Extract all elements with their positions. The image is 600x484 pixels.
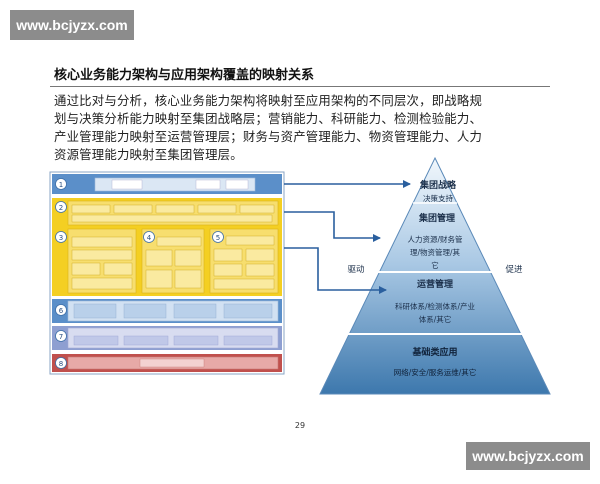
section-4-box: [174, 269, 202, 289]
band-number-badges: 1 2 3 4 5 6 7 8: [55, 178, 224, 369]
band-6-box: [123, 303, 167, 319]
band-7-box: [173, 335, 219, 346]
intro-line: 通过比对与分析，核心业务能力架构将映射至应用架构的不同层次，即战略规: [54, 93, 483, 108]
mapping-arrows: [284, 180, 411, 294]
badge-8-label: 8: [59, 360, 63, 368]
section-3-box: [71, 277, 133, 290]
band-1-box: [195, 179, 221, 190]
badge-1: [55, 178, 67, 190]
section-3-box: [71, 262, 101, 276]
section-5-box: [213, 263, 243, 277]
level-infrastructure-detail: 网络/安全/服务运维/其它: [394, 367, 477, 377]
section-4-box: [145, 249, 173, 267]
level-infrastructure-name: 基础类应用: [411, 346, 457, 358]
badge-7-label: 7: [59, 333, 63, 341]
section-4-box: [156, 236, 202, 247]
band-2-box: [197, 204, 237, 214]
badge-4: [143, 231, 155, 243]
band-2-box: [113, 204, 153, 214]
level-group-mgmt-detail: 它: [431, 260, 439, 270]
band-2-box: [71, 204, 111, 214]
badge-5-label: 5: [216, 234, 220, 242]
arrow-group-mgmt: [284, 211, 381, 242]
section-3-box: [71, 236, 133, 248]
badge-7: [55, 330, 67, 342]
band-2-box: [71, 214, 273, 223]
band-7-box: [123, 335, 169, 346]
level-group-mgmt-detail: 人力资源/财务管: [407, 234, 463, 244]
band-6-box: [173, 303, 217, 319]
badge-3-label: 3: [59, 234, 63, 242]
band-6-box: [73, 303, 117, 319]
badge-2: [55, 201, 67, 213]
band-2-box: [239, 204, 275, 214]
badge-8: [55, 357, 67, 369]
intro-line: 划与决策分析能力映射至集团战略层；营销能力、科研能力、检测检验能力、: [54, 111, 483, 126]
band-1-box: [111, 179, 143, 190]
level-strategy-name: 集团战略: [419, 179, 457, 191]
page-number: 29: [294, 421, 306, 430]
promote-label: 促进: [505, 264, 523, 275]
section-5-box: [225, 235, 275, 246]
band-8-box: [139, 358, 205, 368]
section-5-box: [245, 248, 275, 262]
slide-title: 核心业务能力架构与应用架构覆盖的映射关系: [54, 68, 315, 83]
badge-5: [212, 231, 224, 243]
section-4-box: [145, 269, 173, 289]
level-strategy-detail: 决策支持: [423, 193, 453, 203]
level-group-mgmt-detail: 理/物资管理/其: [410, 247, 461, 257]
watermark-bottom: www.bcjyzx.com: [466, 442, 590, 470]
capability-map: 1 2 3 4 5 6 7 8: [49, 171, 285, 375]
band-2-box: [155, 204, 195, 214]
intro-paragraph: 通过比对与分析，核心业务能力架构将映射至应用架构的不同层次，即战略规 划与决策分…: [54, 92, 554, 164]
architecture-pyramid: 集团战略 决策支持 集团管理 人力资源/财务管 理/物资管理/其 它 运营管理 …: [319, 156, 551, 395]
title-divider: [50, 86, 550, 87]
badge-4-label: 4: [147, 234, 152, 242]
band-7-box: [73, 335, 119, 346]
badge-3: [55, 231, 67, 243]
intro-line: 产业管理能力映射至运营管理层；财务与资产管理能力、物资管理能力、人力: [54, 129, 483, 144]
section-3-box: [103, 262, 133, 276]
section-3-box: [71, 249, 133, 261]
intro-line: 资源管理能力映射至集团管理层。: [54, 147, 243, 162]
badge-6-label: 6: [59, 307, 64, 315]
level-operations-detail: 科研体系/检测体系/产业: [395, 301, 476, 311]
section-5-box: [245, 263, 275, 277]
band-7-box: [223, 335, 273, 346]
drive-label: 驱动: [347, 264, 365, 275]
level-operations-name: 运营管理: [417, 278, 453, 290]
band-2-boxes: [71, 204, 275, 223]
arrow-operations: [284, 247, 387, 294]
level-operations-detail: 体系/其它: [419, 314, 452, 324]
watermark-top: www.bcjyzx.com: [10, 10, 134, 40]
band-1-box: [225, 179, 249, 190]
badge-1-label: 1: [59, 181, 63, 189]
section-4-box: [174, 249, 202, 267]
section-5-box: [213, 248, 243, 262]
badge-6: [55, 304, 67, 316]
badge-2-label: 2: [59, 204, 63, 212]
level-group-mgmt-name: 集团管理: [418, 212, 455, 224]
section-5-box: [213, 278, 275, 290]
band-6-box: [223, 303, 273, 319]
